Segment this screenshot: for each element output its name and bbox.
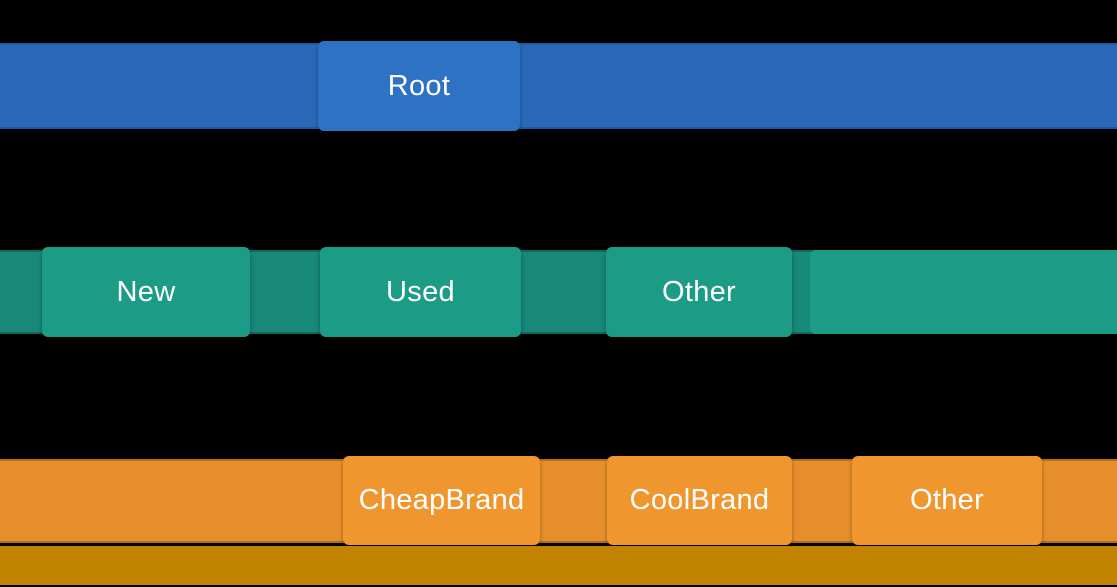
node-label: Other xyxy=(661,275,737,308)
tree-node-coolbrand-depth2[interactable]: CoolBrand xyxy=(607,456,792,545)
tree-node-used-depth1[interactable]: Used xyxy=(320,247,521,337)
tree-node-new-depth1[interactable]: New xyxy=(42,247,250,337)
tree-node-root-depth0[interactable]: Root xyxy=(318,41,520,131)
tree-node-other-depth1[interactable]: Other xyxy=(606,247,792,337)
node-label: CoolBrand xyxy=(629,484,770,516)
node-label: Root xyxy=(387,69,451,102)
node-label: Other xyxy=(909,484,985,516)
node-label: CheapBrand xyxy=(358,484,525,516)
tree-node-cheapbrand-depth2[interactable]: CheapBrand xyxy=(343,456,540,545)
node-label: New xyxy=(116,275,176,308)
node-label: Used xyxy=(386,275,455,308)
condition-level-segment xyxy=(810,250,1117,334)
tree-node-other-depth2[interactable]: Other xyxy=(852,456,1042,545)
root-level-bar xyxy=(0,43,1117,129)
clipped-next-level-bar xyxy=(0,546,1117,585)
